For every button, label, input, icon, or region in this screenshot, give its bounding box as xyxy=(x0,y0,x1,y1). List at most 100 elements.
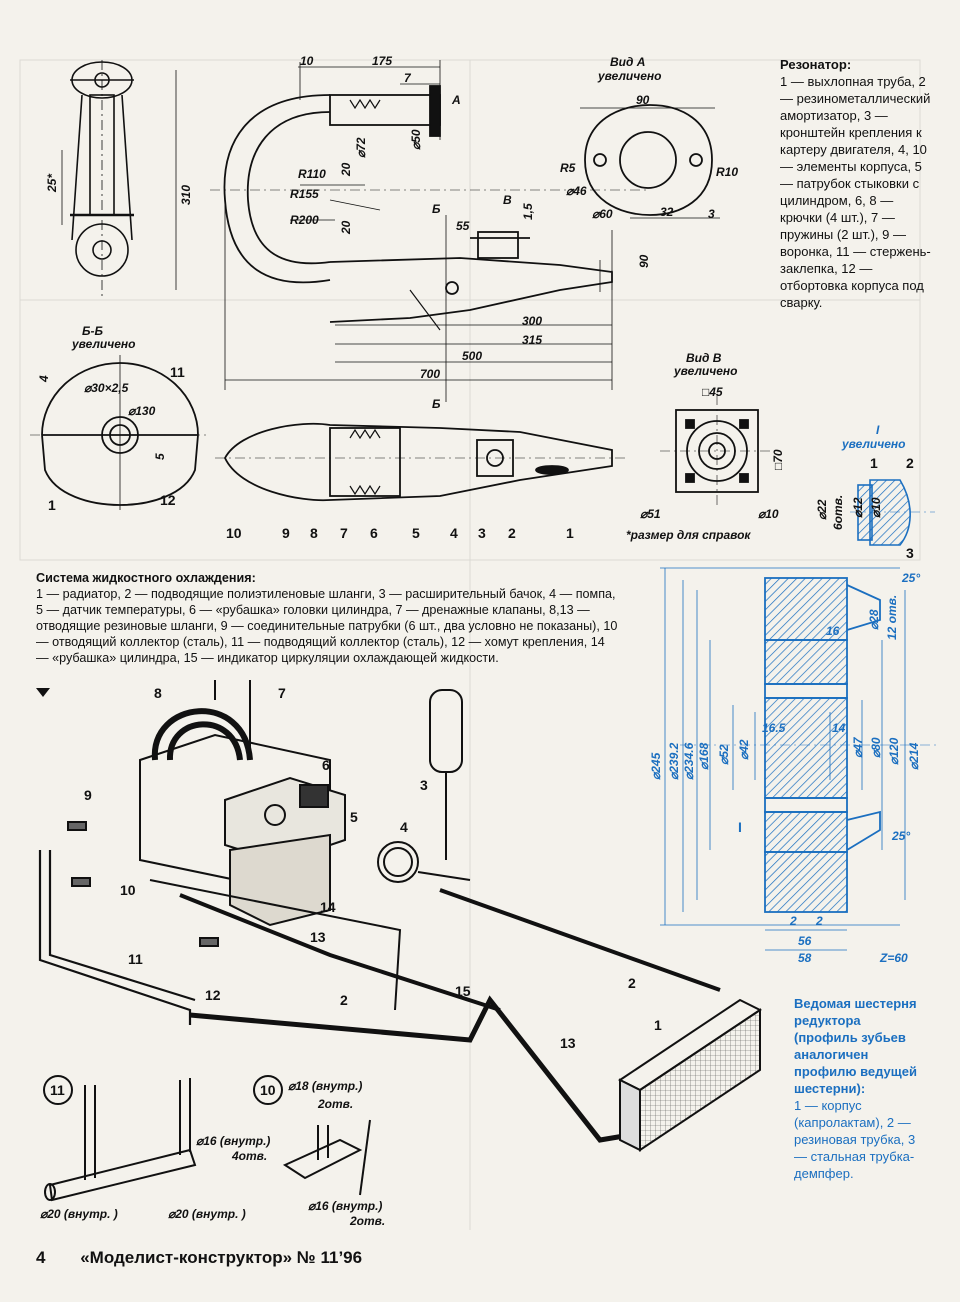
svg-text:310: 310 xyxy=(179,185,193,205)
svg-text:⌀239.2: ⌀239.2 xyxy=(667,742,681,780)
resonator-front-view xyxy=(61,60,177,300)
svg-text:⌀234.6: ⌀234.6 xyxy=(682,742,696,780)
svg-text:увеличено: увеличено xyxy=(597,69,662,83)
svg-text:6отв.: 6отв. xyxy=(831,495,845,530)
svg-text:2: 2 xyxy=(508,525,516,541)
svg-text:56: 56 xyxy=(798,934,812,948)
svg-text:32: 32 xyxy=(660,205,674,219)
svg-text:⌀28: ⌀28 xyxy=(867,609,881,630)
svg-text:В: В xyxy=(503,193,512,207)
collector-details xyxy=(43,1075,371,1202)
svg-text:1: 1 xyxy=(870,455,878,471)
svg-text:16.5: 16.5 xyxy=(762,721,786,735)
svg-text:R155: R155 xyxy=(290,187,319,201)
svg-text:⌀52: ⌀52 xyxy=(717,744,731,765)
svg-text:⌀18 (внутр.): ⌀18 (внутр.) xyxy=(288,1079,362,1093)
svg-text:⌀50: ⌀50 xyxy=(409,129,423,150)
svg-text:11: 11 xyxy=(50,1082,65,1098)
svg-text:⌀60: ⌀60 xyxy=(592,207,613,221)
svg-text:⌀47: ⌀47 xyxy=(851,736,865,758)
svg-text:4: 4 xyxy=(400,819,408,835)
svg-text:⌀130: ⌀130 xyxy=(128,404,156,418)
svg-text:90: 90 xyxy=(637,254,651,268)
svg-text:увеличено: увеличено xyxy=(841,437,906,451)
svg-text:4отв.: 4отв. xyxy=(231,1149,267,1163)
svg-text:Б: Б xyxy=(432,202,441,216)
dimension-lines xyxy=(224,60,613,402)
section-bb xyxy=(30,355,210,510)
svg-text:1: 1 xyxy=(48,497,56,513)
svg-text:2: 2 xyxy=(906,455,914,471)
svg-text:5: 5 xyxy=(412,525,420,541)
svg-text:10: 10 xyxy=(260,1082,276,1098)
svg-text:2: 2 xyxy=(628,975,636,991)
svg-text:⌀120: ⌀120 xyxy=(887,737,901,765)
svg-text:58: 58 xyxy=(798,951,812,965)
svg-text:10: 10 xyxy=(300,54,314,68)
svg-text:13: 13 xyxy=(310,929,326,945)
svg-text:4: 4 xyxy=(450,525,458,541)
resonator-side-view xyxy=(210,85,650,331)
svg-text:25°: 25° xyxy=(901,571,920,585)
resonator-caption: Резонатор: 1 — выхлопная труба, 2 — рези… xyxy=(780,56,938,311)
svg-text:⌀10: ⌀10 xyxy=(869,497,883,518)
svg-text:2отв.: 2отв. xyxy=(317,1097,353,1111)
svg-text:□45: □45 xyxy=(702,385,723,399)
svg-text:⌀12: ⌀12 xyxy=(851,497,865,518)
svg-text:7: 7 xyxy=(340,525,348,541)
svg-text:Z=60: Z=60 xyxy=(879,951,908,965)
svg-text:20: 20 xyxy=(339,162,353,177)
svg-text:A: A xyxy=(451,93,461,107)
svg-text:⌀72: ⌀72 xyxy=(354,137,368,158)
svg-text:500: 500 xyxy=(462,349,482,363)
svg-text:⌀51: ⌀51 xyxy=(640,507,661,521)
svg-text:14: 14 xyxy=(320,899,336,915)
svg-text:□70: □70 xyxy=(771,449,785,470)
svg-text:⌀42: ⌀42 xyxy=(737,739,751,760)
svg-text:8: 8 xyxy=(154,685,162,701)
page-footer: 4 «Моделист-конструктор» № 11’96 xyxy=(36,1248,362,1268)
svg-text:700: 700 xyxy=(420,367,440,381)
svg-text:15: 15 xyxy=(455,983,471,999)
svg-text:9: 9 xyxy=(282,525,290,541)
svg-text:⌀80: ⌀80 xyxy=(869,737,883,758)
svg-text:12 отв.: 12 отв. xyxy=(885,595,899,640)
svg-text:11: 11 xyxy=(128,951,143,967)
cooling-system xyxy=(38,680,762,1152)
svg-text:⌀10: ⌀10 xyxy=(758,507,779,521)
svg-text:2: 2 xyxy=(789,914,797,928)
arrow-marker xyxy=(36,688,50,697)
svg-text:3: 3 xyxy=(420,777,428,793)
svg-text:увеличено: увеличено xyxy=(673,364,738,378)
svg-text:3: 3 xyxy=(478,525,486,541)
svg-text:R10: R10 xyxy=(716,165,738,179)
svg-text:⌀20 (внутр. ): ⌀20 (внутр. ) xyxy=(168,1207,246,1221)
view-a-flange xyxy=(580,104,720,219)
svg-text:1,5: 1,5 xyxy=(521,203,535,220)
svg-text:25°: 25° xyxy=(891,829,910,843)
svg-text:⌀30×2,5: ⌀30×2,5 xyxy=(84,381,129,395)
svg-text:R5: R5 xyxy=(560,161,576,175)
svg-text:2отв.: 2отв. xyxy=(349,1214,385,1228)
svg-text:13: 13 xyxy=(560,1035,576,1051)
svg-text:⌀22: ⌀22 xyxy=(815,499,829,520)
svg-text:*размер для справок: *размер для справок xyxy=(626,528,751,542)
svg-text:12: 12 xyxy=(160,492,176,508)
svg-text:увеличено: увеличено xyxy=(71,337,136,351)
drawing-labels: 10 175 7 A ⌀72 ⌀50 310 25* R110 R155 R20… xyxy=(37,54,921,1228)
svg-text:20: 20 xyxy=(339,220,353,235)
view-b-bracket xyxy=(660,395,775,505)
svg-text:R200: R200 xyxy=(290,213,319,227)
resonator-caption-text: 1 — выхлопная труба, 2 — резинометалличе… xyxy=(780,74,931,310)
svg-text:300: 300 xyxy=(522,314,542,328)
svg-text:2: 2 xyxy=(340,992,348,1008)
svg-text:11: 11 xyxy=(170,364,185,380)
svg-text:7: 7 xyxy=(278,685,286,701)
svg-text:55: 55 xyxy=(456,219,470,233)
gear-caption-text: 1 — корпус (капролактам), 2 — резиновая … xyxy=(794,1098,916,1181)
svg-text:25*: 25* xyxy=(45,173,59,193)
svg-text:⌀168: ⌀168 xyxy=(697,742,711,770)
svg-text:10: 10 xyxy=(120,882,136,898)
